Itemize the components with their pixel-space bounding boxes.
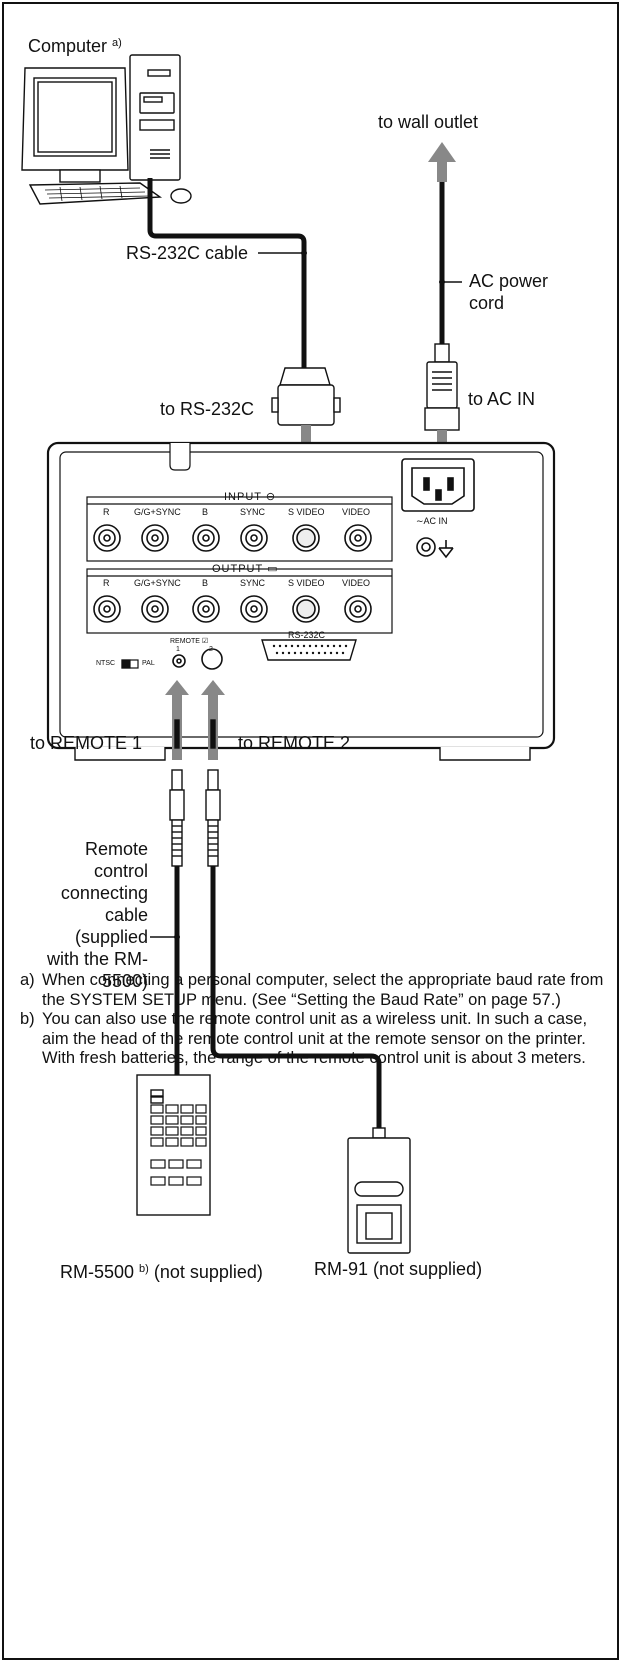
remote-plug-2	[205, 719, 221, 867]
remote-cable-line-5: (supplied	[74, 927, 148, 947]
rm5500-label: RM-5500 b) (not supplied)	[60, 1262, 263, 1282]
rm91-remote	[347, 1127, 411, 1254]
remote-cable-line-2: control	[93, 861, 148, 881]
output-label-b: B	[202, 578, 209, 588]
ntsc-pal-switch	[121, 659, 139, 669]
rs232c-cable	[147, 178, 307, 370]
output-label-sync: SYNC	[240, 578, 266, 588]
output-connectors	[93, 595, 372, 623]
remote-cable-line-6: with the RM-	[46, 949, 148, 969]
ac-power-cord-label-1: AC power	[469, 271, 549, 291]
footnotes: a) When connecting a personal computer, …	[20, 971, 610, 1069]
to-ac-in-label: to AC IN	[468, 389, 536, 409]
ac-plug	[424, 343, 460, 431]
remote-cable-2	[210, 866, 382, 1130]
remote-plug-1	[169, 719, 185, 867]
output-label-g: G/G+SYNC	[134, 578, 181, 588]
remote-cable-line-7: 5500)	[101, 971, 148, 991]
footnote-b: b) You can also use the remote control u…	[20, 1010, 588, 1067]
to-remote2-label: to REMOTE 2	[238, 733, 351, 753]
ac-in-socket	[401, 458, 475, 559]
input-block	[86, 496, 393, 562]
ac-power-cord-label-2: cord	[469, 293, 505, 313]
output-label-svideo: S VIDEO	[288, 578, 325, 588]
computer-illustration	[21, 54, 192, 205]
input-label-video: VIDEO	[342, 507, 371, 517]
input-label-b: B	[202, 507, 209, 517]
rs232c-cable-label: RS-232C cable	[126, 243, 249, 263]
rm91-label: RM-91 (not supplied)	[314, 1259, 483, 1279]
remote-label: REMOTE ☑	[170, 638, 209, 645]
output-block	[86, 568, 393, 634]
ntsc-label: NTSC	[96, 660, 116, 667]
input-label-svideo: S VIDEO	[288, 507, 325, 517]
rs232c-plug	[271, 367, 341, 426]
pal-label: PAL	[142, 660, 155, 667]
output-title: OUTPUT ▭	[212, 563, 279, 575]
footnote-a: a) When connecting a personal computer, …	[20, 971, 604, 1009]
rm5500-note-ref: b)	[139, 1263, 149, 1275]
computer-note-ref: a)	[112, 37, 122, 49]
remote-2-label: 2	[209, 646, 213, 653]
input-label-sync: SYNC	[240, 507, 266, 517]
ac-in-label: ∼AC IN	[416, 516, 448, 526]
rm5500-remote	[136, 1074, 211, 1216]
input-label-r: R	[103, 507, 110, 517]
to-rs232c-label: to RS-232C	[160, 399, 255, 419]
wall-outlet-label: to wall outlet	[378, 112, 479, 132]
input-label-g: G/G+SYNC	[134, 507, 181, 517]
to-remote1-label: to REMOTE 1	[30, 733, 143, 753]
rs232c-port	[261, 639, 357, 661]
rs232c-port-label: RS-232C	[288, 630, 326, 640]
remote-jacks	[172, 648, 223, 670]
remote-cable-line-4: cable	[104, 905, 148, 925]
computer-label: Computer a)	[28, 36, 122, 56]
remote-cable-line-3: connecting	[60, 883, 148, 903]
remote-cable-line-1: Remote	[84, 839, 148, 859]
input-connectors	[93, 524, 372, 552]
output-label-video: VIDEO	[342, 578, 371, 588]
remote-1-label: 1	[176, 646, 180, 653]
input-title: INPUT ⊖	[224, 491, 277, 503]
output-label-r: R	[103, 578, 110, 588]
